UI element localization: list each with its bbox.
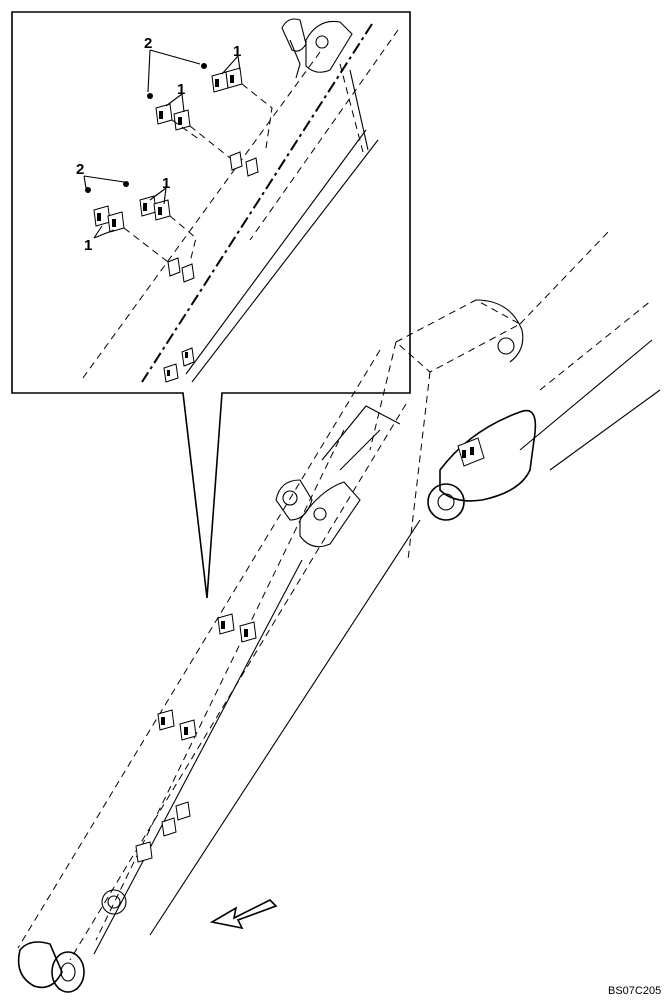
callout-number: 2 [144, 35, 152, 52]
callout-number: 2 [76, 161, 84, 178]
detail-inset-frame [11, 11, 411, 599]
callout-number: 1 [162, 175, 170, 192]
callout-number: 1 [84, 237, 92, 254]
callout-number: 1 [177, 81, 185, 98]
inset-boom-section [79, 18, 399, 383]
inset-lower-pad-group [83, 175, 197, 283]
inset-upper-pad-group [147, 49, 273, 177]
callout-number: 1 [233, 43, 241, 60]
direction-arrow-icon [209, 899, 278, 930]
main-boom [17, 229, 661, 993]
reference-code: BS07C205 [608, 985, 661, 997]
